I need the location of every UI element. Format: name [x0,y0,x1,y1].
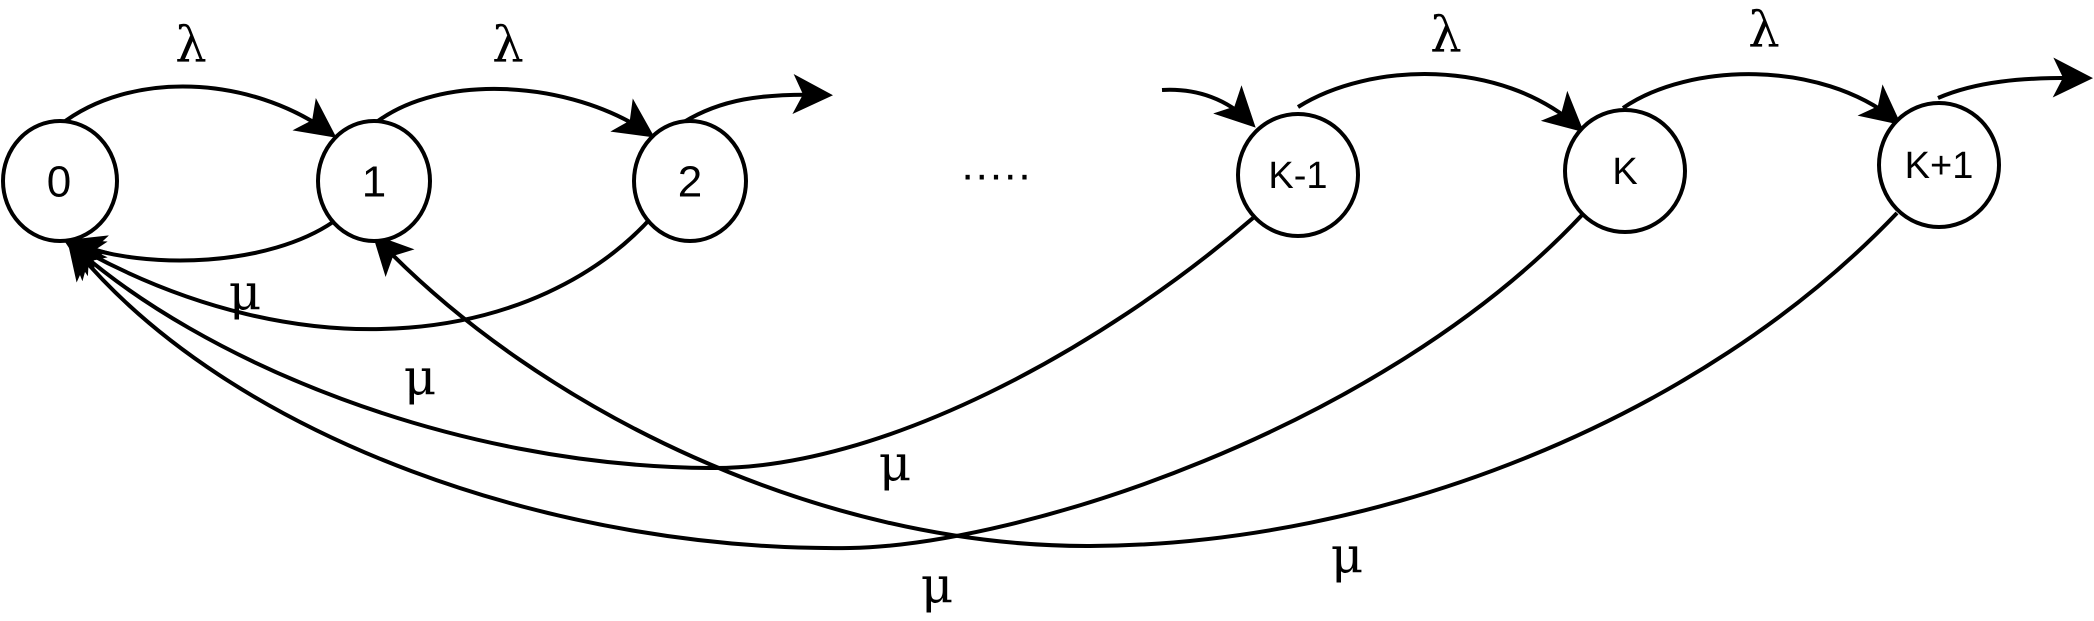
state-node-label: 0 [47,158,71,207]
state-node-k-minus-1: K-1 [1236,112,1360,238]
edge-1-to-0 [64,220,335,273]
edge-2-to-continuation [682,74,833,124]
edge-0-to-1 [58,84,337,138]
state-node-label: K+1 [1905,145,1974,187]
arrival-rate-label: λ [1748,1,1780,59]
edge-1-to-2 [372,86,655,138]
state-node-label: K-1 [1268,155,1327,197]
arrival-rate-label: λ [1430,6,1462,64]
service-rate-label: μ [1331,526,1364,584]
edge-k-plus-1-to-continuation [1937,57,2093,100]
service-rate-label: μ [404,348,437,406]
edge-incoming-to-k-1 [1161,85,1256,128]
edge-k-to-k-plus-1 [1621,72,1902,125]
service-rate-label: μ [229,263,262,321]
arrival-rate-label: λ [492,16,524,74]
edge-k-1-to-k [1296,72,1584,133]
state-node-label: K [1612,151,1637,193]
service-rate-label: μ [921,556,954,614]
state-node-0: 0 [1,119,119,243]
edge-k-to-0 [66,213,1584,551]
ellipsis: ..... [961,141,1032,190]
state-node-2: 2 [632,119,748,243]
arrival-rate-label: λ [175,16,207,74]
state-node-label: 2 [678,158,702,207]
state-node-label: 1 [362,158,386,207]
edge-k-plus-1-to-1 [372,211,1899,549]
state-node-k: K [1563,108,1687,234]
service-rate-label: μ [879,434,912,492]
state-node-k-plus-1: K+1 [1877,101,2001,229]
edge-k-1-to-0 [66,216,1255,471]
edge-2-to-0 [63,216,653,332]
state-node-1: 1 [316,119,432,243]
